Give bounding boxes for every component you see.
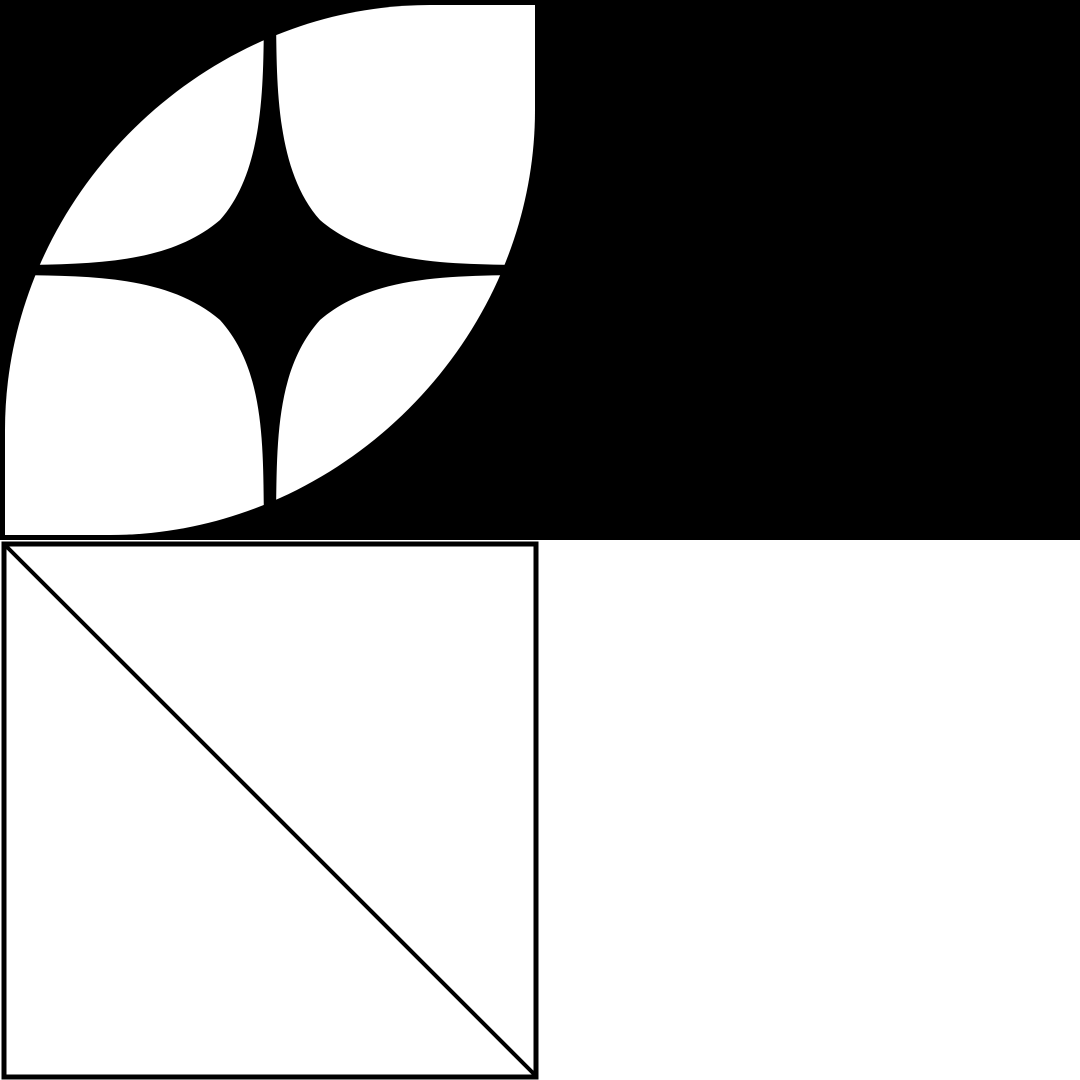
four-point-star (20, 20, 520, 520)
black-square-tile (540, 0, 1080, 540)
blank-tile (540, 540, 1080, 1080)
black-square (540, 0, 1080, 540)
rounded-star-tile (0, 0, 540, 540)
blank-square (540, 540, 1080, 1080)
diagonal-square-tile (1, 541, 539, 1080)
diagonal-line (4, 544, 537, 1077)
